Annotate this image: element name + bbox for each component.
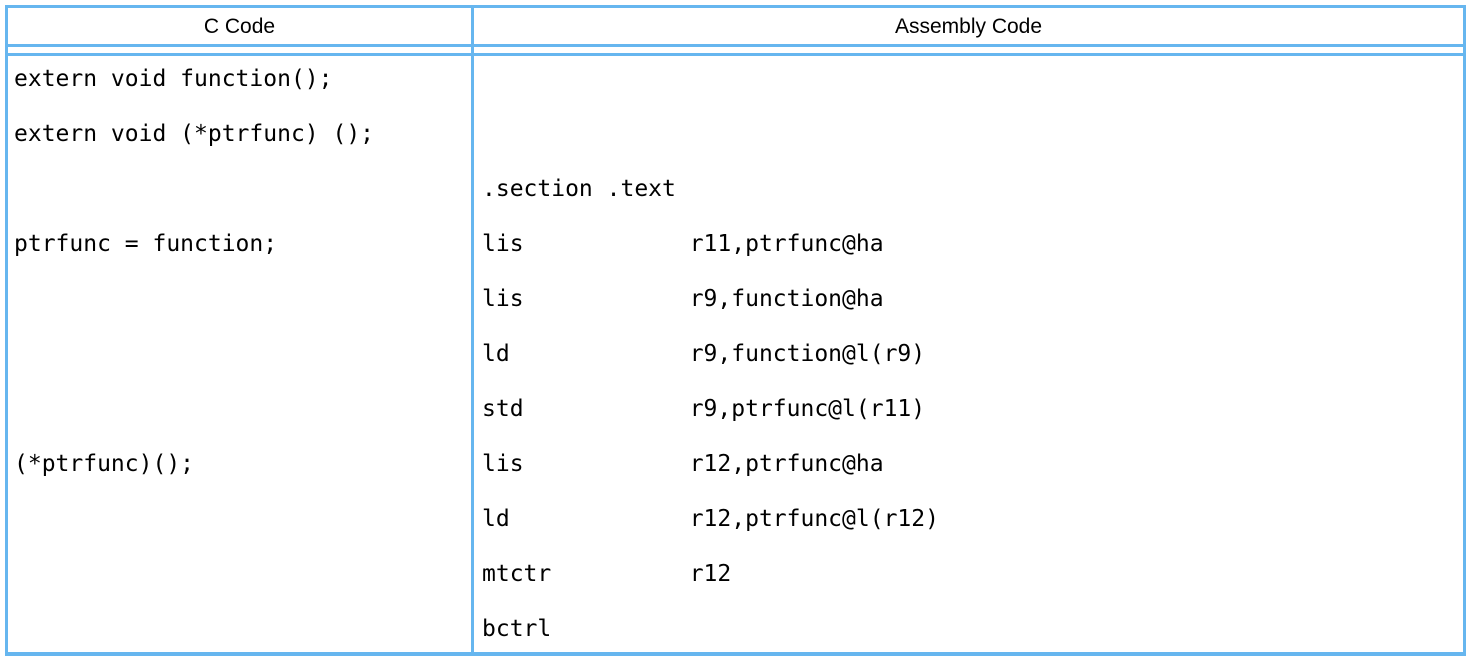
c-code-line [14,602,471,652]
c-code-line [14,547,471,602]
assembly-code-line: ld r12,ptrfunc@l(r12) [482,506,939,532]
assembly-code-line [482,56,1463,107]
code-comparison-table: C Code Assembly Code extern void functio… [5,5,1466,656]
c-code-line [14,382,471,437]
table-header-row: C Code Assembly Code [8,8,1463,47]
assembly-code-line: ld r9,function@l(r9) [482,341,926,367]
assembly-code-line: lis r11,ptrfunc@ha [482,231,884,257]
assembly-code-line: lis r9,function@ha [482,286,884,312]
c-code-line [14,162,471,217]
column-header-assembly-code: Assembly Code [474,8,1463,44]
c-code-line: ptrfunc = function; [14,231,278,257]
c-code-line: extern void function(); [14,66,333,92]
header-double-rule [8,47,1463,56]
assembly-code-line: mtctr r12 [482,561,732,587]
c-code-line: (*ptrfunc)(); [14,451,195,477]
column-header-assembly-code-label: Assembly Code [894,14,1043,38]
assembly-code-cell: .section .text lis r11,ptrfunc@ha lis r9,f… [474,56,1463,652]
column-header-c-code: C Code [8,8,474,44]
header-double-rule-right-segment [474,47,1463,53]
c-code-line [14,327,471,382]
c-code-line [14,492,471,547]
header-double-rule-left-segment [8,47,474,53]
c-code-cell: extern void function(); extern void (*ptr… [8,56,474,652]
assembly-code-line: lis r12,ptrfunc@ha [482,451,884,477]
column-header-c-code-label: C Code [203,14,276,38]
assembly-code-line: .section .text [482,176,676,202]
assembly-code-line [482,107,1463,162]
assembly-code-line: std r9,ptrfunc@l(r11) [482,396,926,422]
table-body: extern void function(); extern void (*ptr… [8,56,1463,652]
assembly-code-line: bctrl [482,616,552,642]
c-code-line: extern void (*ptrfunc) (); [14,121,375,147]
c-code-line [14,272,471,327]
